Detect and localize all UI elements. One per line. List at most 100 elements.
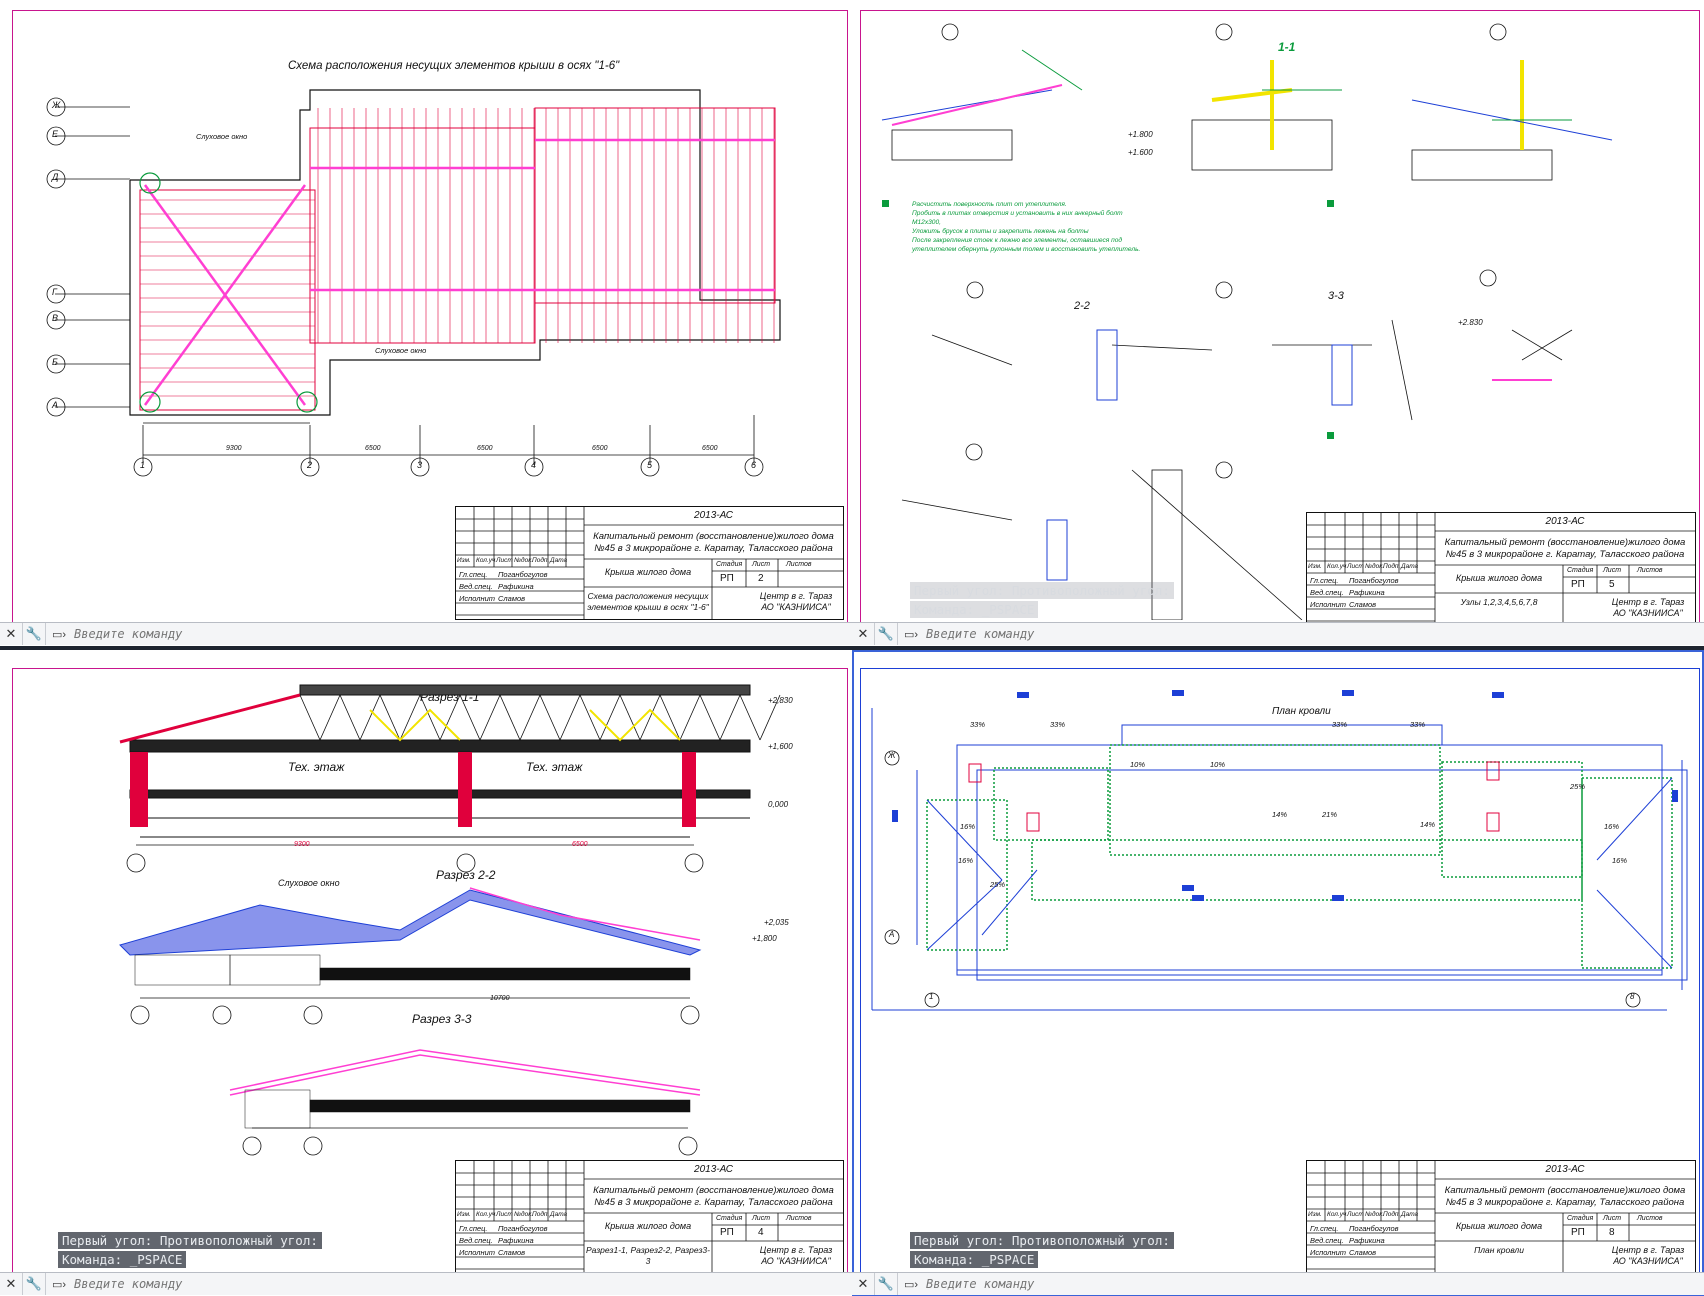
axis-label-row: Ж (52, 100, 61, 110)
mark-2830: +2.830 (1458, 318, 1483, 327)
column-header: Лист (496, 1211, 513, 1218)
doc-code: 2013-АС (694, 510, 733, 521)
column-header: №док. (1365, 563, 1385, 570)
signer-name: Сламов (498, 1248, 526, 1257)
sheet-title: Узлы 1,2,3,4,5,6,7,8 (1460, 597, 1538, 607)
close-icon[interactable]: ✕ (852, 1273, 875, 1295)
sections-drawing (119, 684, 781, 1156)
column-header: Подп. (532, 557, 550, 564)
dimension-label: 6500 (477, 445, 493, 452)
wrench-icon[interactable]: 🔧 (23, 623, 46, 645)
label-sheets: Листов (1637, 567, 1663, 574)
mark-1600: +1.600 (1128, 148, 1153, 157)
wrench-icon[interactable]: 🔧 (875, 623, 898, 645)
sheet-number: 4 (758, 1227, 764, 1238)
organization: Центр в г. Тараз АО "КАЗНИИСА" (1611, 1245, 1685, 1266)
command-input[interactable] (924, 1273, 1704, 1295)
doc-code: 2013-АС (1545, 1164, 1585, 1175)
signer-role: Вед.спец. (459, 582, 493, 591)
sheet-title: План кровли (1474, 1245, 1524, 1255)
column-header: Лист (1347, 1211, 1364, 1218)
project-title: Капитальный ремонт (восстановление)жилог… (593, 1185, 834, 1208)
axis-label-row: Б (52, 357, 58, 367)
label-stage: Стадия (1567, 1215, 1594, 1222)
command-input[interactable] (72, 623, 852, 645)
dimension-label: 6500 (702, 445, 718, 452)
drawing-heading: Схема расположения несущих элементов кры… (288, 60, 620, 72)
object-name: Крыша жилого дома (1455, 1221, 1543, 1231)
command-input[interactable] (924, 623, 1704, 645)
command-line-bottom-left[interactable]: ✕ 🔧 ▭› (0, 1272, 852, 1295)
command-line-top-right[interactable]: ✕ 🔧 ▭› (852, 622, 1704, 645)
slope-label: 25% (990, 880, 1006, 889)
slope-label: 33% (970, 720, 986, 729)
signer-name: Рафикина (498, 582, 534, 591)
column-header: Дата (1401, 1211, 1419, 1218)
title-block-grid (456, 1161, 843, 1273)
signer-name: Сламов (1349, 600, 1377, 609)
object-name: Крыша жилого дома (604, 1221, 692, 1231)
axis-label-col: 1 (140, 460, 146, 470)
title-block: 2013-АС Капитальный ремонт (восстановлени… (455, 506, 844, 620)
label-sheet: Лист (752, 561, 771, 568)
signer-role: Исполнит (459, 1248, 496, 1257)
label-sheets: Листов (1637, 1215, 1663, 1222)
viewport-top-right[interactable]: 1-1 2-2 3-3 +1.800 +1.600 +2.830 Расчист… (852, 0, 1704, 646)
section-label-2-2: 2-2 (1074, 300, 1090, 312)
axis-label-zh: Ж (888, 751, 896, 760)
signer-role: Исполнит (459, 594, 496, 603)
wrench-icon[interactable]: 🔧 (23, 1273, 46, 1295)
label-sheets: Листов (786, 1215, 812, 1222)
signer-role: Гл.спец. (1310, 576, 1339, 585)
label-window-2: Слуховое окно (375, 346, 427, 355)
axis-label-col: 4 (531, 460, 537, 470)
label-stage: Стадия (1567, 567, 1594, 574)
signer-role: Гл.спец. (459, 570, 488, 579)
axis-label-row: Е (52, 129, 59, 139)
slope-label: 33% (1050, 720, 1066, 729)
signer-role: Исполнит (1310, 1248, 1347, 1257)
viewport-bottom-right[interactable]: План кровли (852, 650, 1704, 1296)
slope-label: 25% (1570, 782, 1586, 791)
axis-label-a: А (889, 930, 895, 939)
command-input[interactable] (72, 1273, 852, 1295)
label-window: Слуховое окно (278, 878, 340, 888)
roof-structure-plan (46, 89, 781, 477)
column-header: Кол.уч (476, 557, 496, 564)
axis-label-col: 2 (307, 460, 313, 470)
signer-name: Рафикина (1349, 588, 1385, 597)
signer-name: Поганбогулов (498, 1224, 548, 1233)
viewport-top-left[interactable]: Схема расположения несущих элементов кры… (0, 0, 852, 646)
command-line-bottom-right[interactable]: ✕ 🔧 ▭› (852, 1272, 1704, 1295)
mark-2830: +2,830 (768, 696, 793, 705)
section-label-1-1: 1-1 (1278, 40, 1296, 54)
project-title: Капитальный ремонт (восстановление)жилог… (593, 531, 834, 554)
column-header: Изм. (1308, 1211, 1322, 1218)
viewport-bottom-left[interactable]: Разрез 1-1 Разрез 2-2 Разрез 3-3 (0, 650, 852, 1296)
mark-1800: +1.800 (1128, 130, 1153, 139)
slope-label: 16% (958, 856, 974, 865)
sheet-title: Разрез1-1, Разрез2-2, Разрез3-3 (586, 1245, 710, 1266)
close-icon[interactable]: ✕ (852, 623, 875, 645)
column-header: №док. (1365, 1211, 1385, 1218)
column-header: Дата (1401, 563, 1419, 570)
dimension-label: 9300 (226, 445, 242, 452)
column-header: Изм. (1308, 563, 1322, 570)
slope-label: 33% (1332, 720, 1348, 729)
close-icon[interactable]: ✕ (0, 623, 23, 645)
roof-plan-drawing (871, 690, 1688, 1011)
command-history-ghost: Первый угол: Противоположный угол: Коман… (910, 582, 1174, 620)
close-icon[interactable]: ✕ (0, 1273, 23, 1295)
label-sheet: Лист (1603, 567, 1622, 574)
wrench-icon[interactable]: 🔧 (875, 1273, 898, 1295)
label-sheets: Листов (786, 561, 812, 568)
label-sheet: Лист (1603, 1215, 1622, 1222)
slope-label: 16% (1612, 856, 1628, 865)
section-label-3-3: 3-3 (1328, 290, 1344, 302)
column-header: Кол.уч (476, 1211, 496, 1218)
axis-label-row: А (52, 400, 59, 410)
command-line-top-left[interactable]: ✕ 🔧 ▭› (0, 622, 852, 645)
slope-label: 33% (1410, 720, 1426, 729)
object-name: Крыша жилого дома (604, 567, 692, 577)
